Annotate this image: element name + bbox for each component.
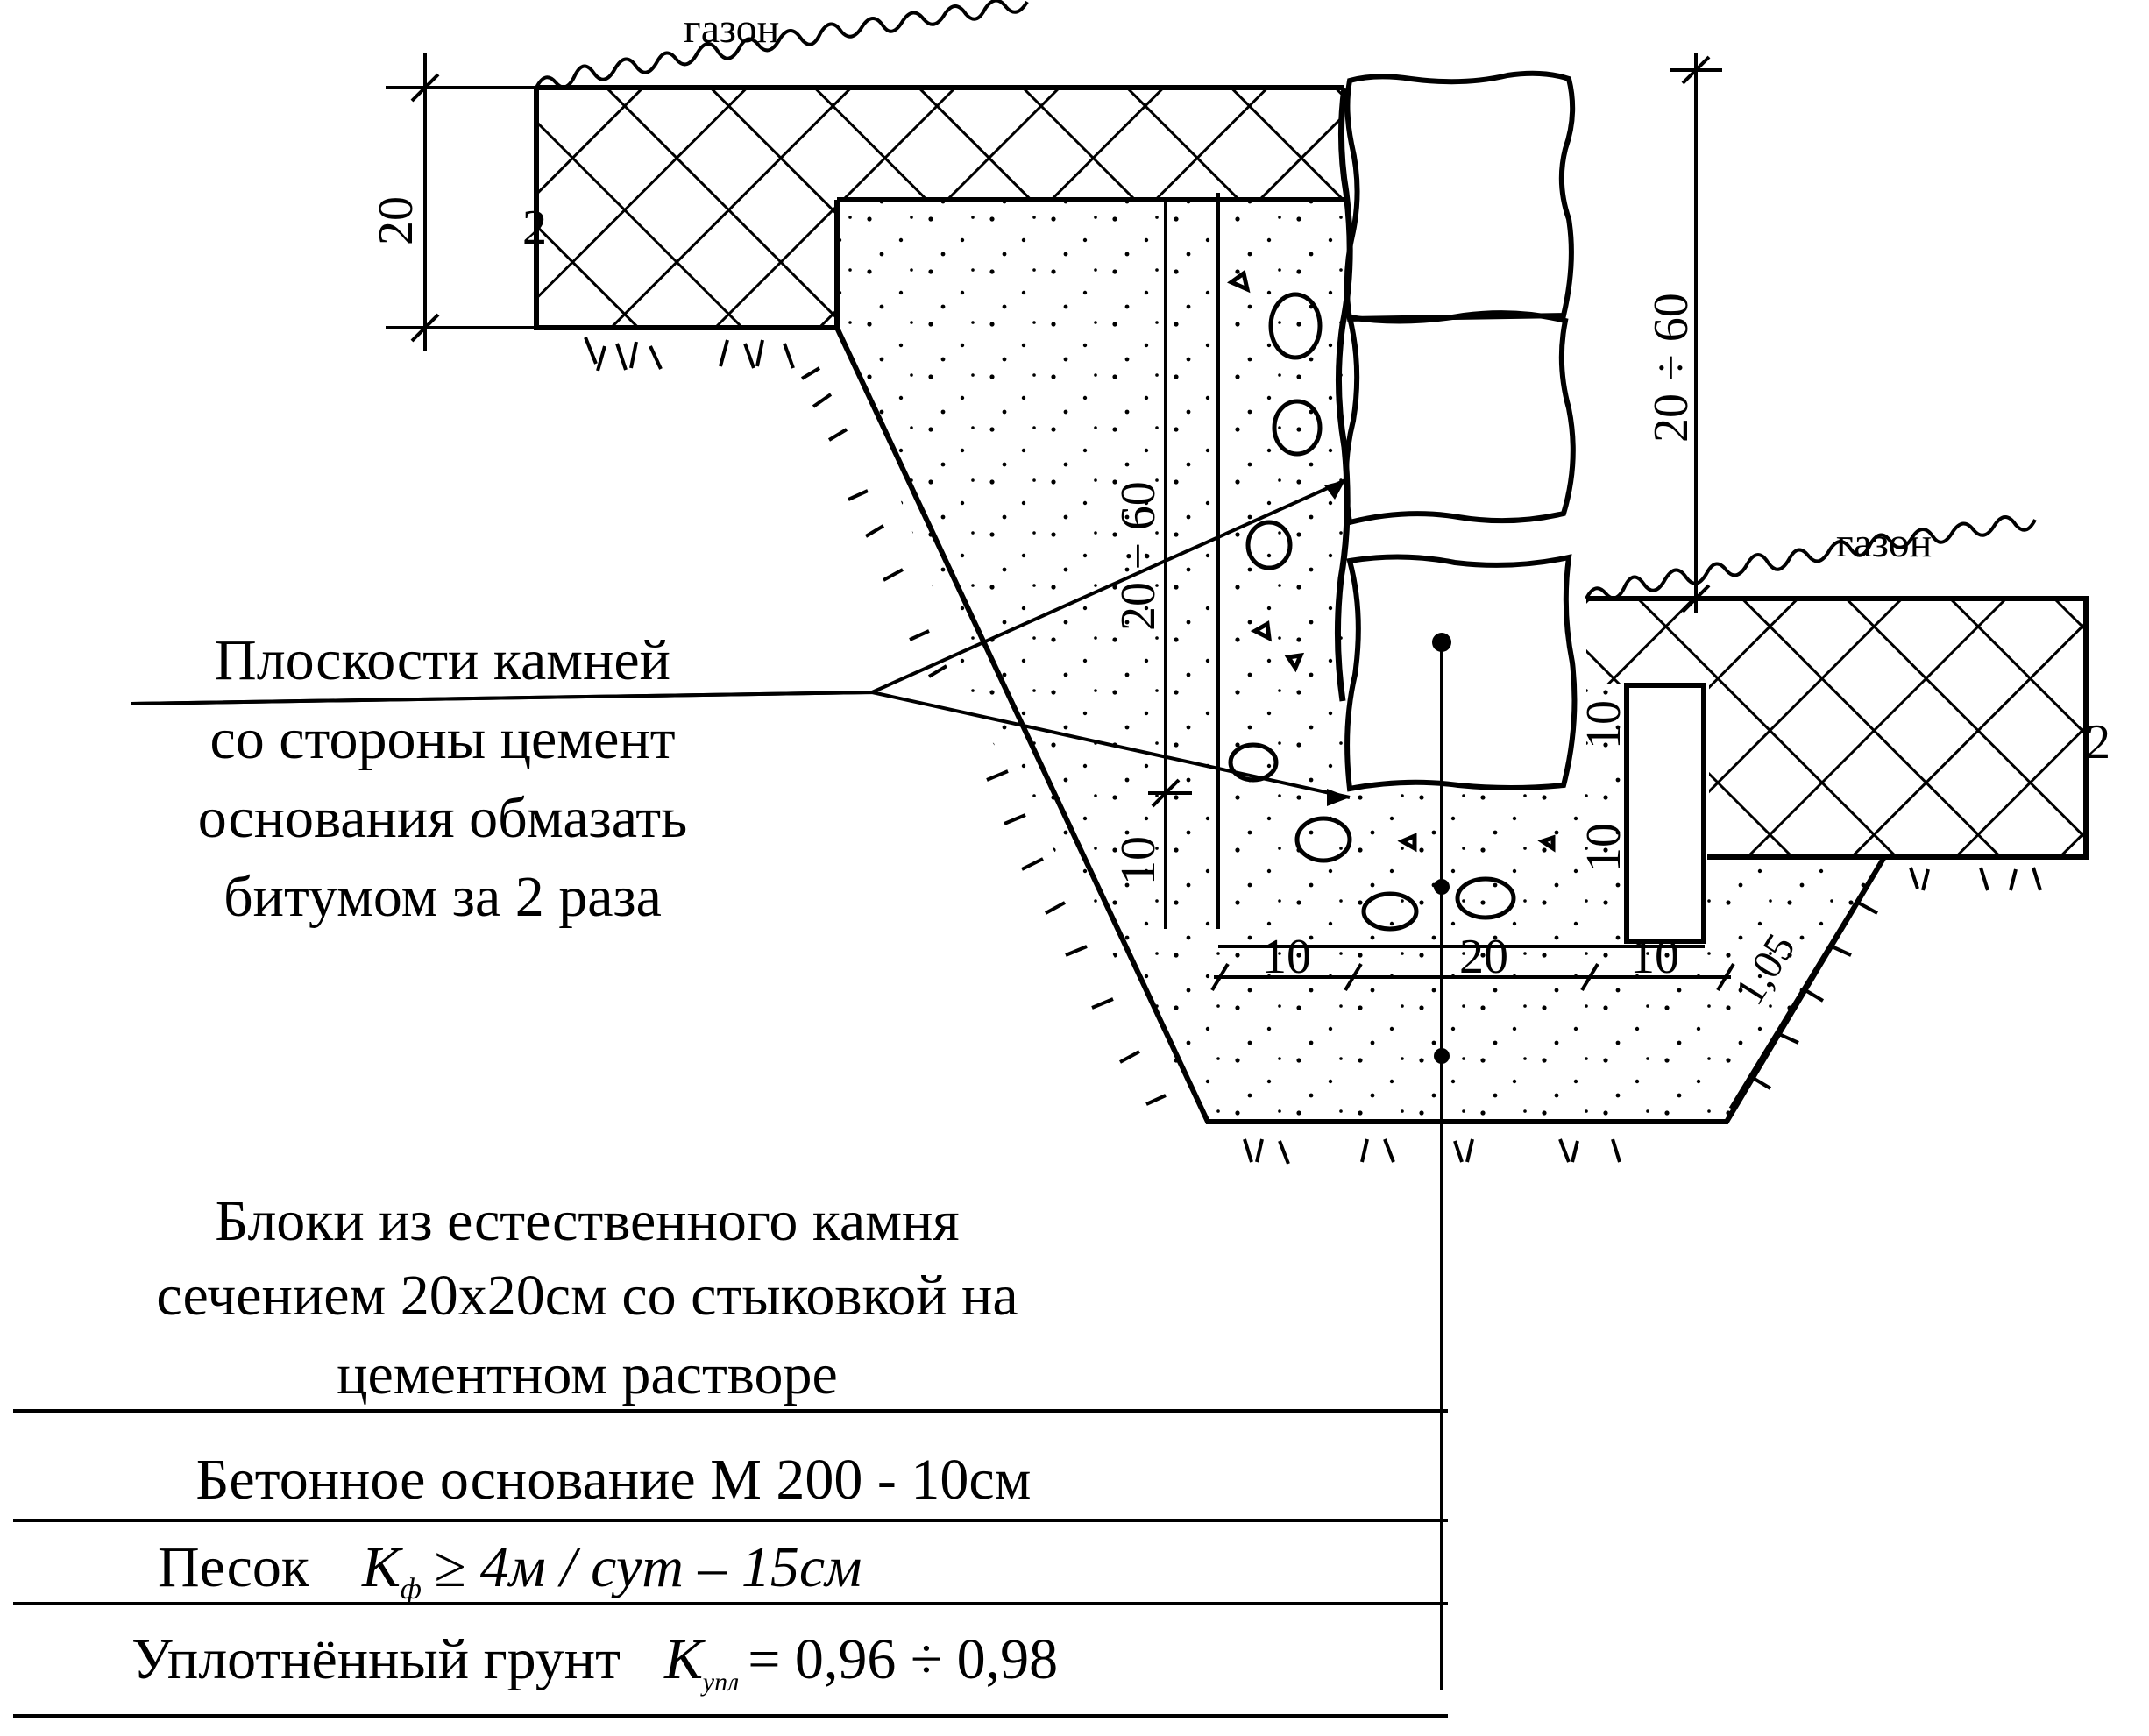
- legend-item-3-a: Песок: [158, 1535, 310, 1599]
- legend-item-4-a: Уплотнённый грунт: [131, 1627, 621, 1691]
- edging-plank: [1624, 683, 1706, 944]
- note-line-3: основания обмазать: [198, 786, 688, 850]
- stone-block-bottom: [1344, 554, 1578, 792]
- legend-item-1-line-1: Блоки из естественного камня: [215, 1189, 959, 1253]
- dimension-lines: [386, 53, 1735, 992]
- dim-base-thickness: 10: [1111, 836, 1166, 885]
- legend-item-3-sub: ф: [401, 1573, 422, 1605]
- legend-item-3-k: К: [361, 1535, 403, 1599]
- arrow-head-lower: [1327, 789, 1350, 806]
- note-line-4: битумом за 2 раза: [223, 865, 662, 929]
- legend: Блоки из естественного камня сечением 20…: [131, 1189, 1058, 1697]
- note-line-1: Плоскости камней: [215, 628, 670, 692]
- dim-block-height: 20 ÷ 60: [1111, 481, 1166, 631]
- legend-item-2: Бетонное основание М 200 - 10см: [196, 1448, 1032, 1512]
- legend-rules: [13, 691, 1448, 1718]
- legend-item-4-k: К: [663, 1627, 706, 1691]
- stone-wall-edge: [1334, 87, 1353, 702]
- legend-item-1-line-2: сечением 20х20см со стыковкой на: [156, 1264, 1018, 1328]
- dim-gap-top: 10: [1577, 700, 1631, 749]
- lawn-left-label: газон: [684, 5, 779, 52]
- dim-bottom-center: 20: [1459, 930, 1508, 984]
- right-grass-line: [1585, 515, 2037, 600]
- dim-right-layer: 2: [2086, 715, 2110, 769]
- dim-bottom-right: 10: [1630, 930, 1679, 984]
- legend-item-4-sub: упл: [700, 1668, 739, 1697]
- bitumen-note: Плоскости камней со стороны цемент основ…: [198, 628, 688, 929]
- legend-leader: [1432, 633, 1451, 1690]
- note-line-2: со стороны цемент: [209, 707, 675, 771]
- lawn-right-label: газон: [1836, 520, 1932, 566]
- legend-item-3-c: ≥ 4м / сут – 15см: [434, 1535, 862, 1599]
- left-grass-line: [535, 0, 1029, 89]
- legend-item-4-c: = 0,96 ÷ 0,98: [748, 1627, 1058, 1691]
- stone-block-middle: [1343, 310, 1576, 526]
- legend-item-4: Уплотнённый грунт Купл = 0,96 ÷ 0,98: [131, 1627, 1058, 1697]
- stone-block-top: [1344, 70, 1576, 322]
- legend-item-1-line-3: цементном растворе: [337, 1343, 838, 1407]
- dim-left-layer: 2: [522, 201, 547, 255]
- soil-marks: [584, 337, 2042, 1165]
- arrow-head-upper: [1324, 480, 1345, 500]
- dim-left-height: 20: [369, 196, 423, 245]
- dim-right-height: 20 ÷ 60: [1644, 293, 1699, 443]
- legend-item-3: Песок Кф ≥ 4м / сут – 15см: [158, 1535, 862, 1605]
- stone-blocks: [1334, 70, 1578, 792]
- dim-gap-side: 10: [1577, 823, 1631, 872]
- foundation-body: [834, 197, 1887, 1124]
- dim-bottom-left: 10: [1262, 930, 1311, 984]
